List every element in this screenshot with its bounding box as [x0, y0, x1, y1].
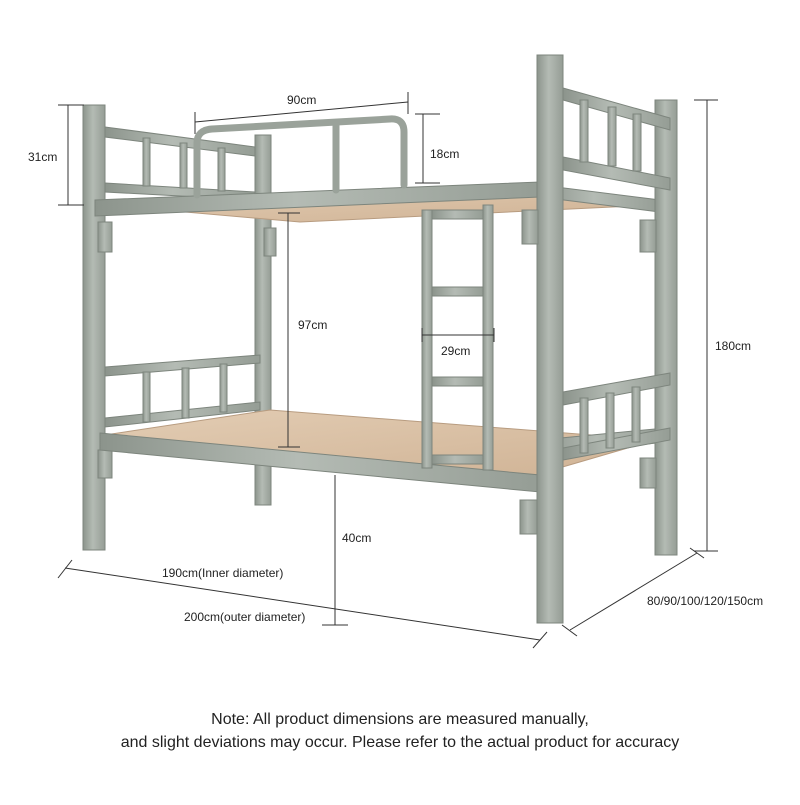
headboard-height-label: 31cm [28, 150, 58, 164]
note-line-1: Note: All product dimensions are measure… [211, 711, 589, 728]
front-bracket [519, 499, 538, 535]
bunk-gap-label: 97cm [298, 318, 328, 332]
front-bottom-rail-upper [562, 372, 671, 406]
rear-bracket [97, 449, 113, 479]
front-bracket [639, 219, 657, 253]
outer-length-label: 200cm(outer diameter) [184, 610, 306, 624]
front-top-bar [607, 106, 617, 167]
ladder-width-label: 29cm [441, 344, 471, 358]
guardrail-height-label: 18cm [430, 147, 460, 161]
rear-bracket [97, 221, 113, 253]
front-bracket [639, 457, 657, 489]
guardrail [193, 115, 408, 199]
rear-top-bar [217, 147, 226, 192]
note-line-2: and slight deviations may occur. Please … [120, 734, 680, 751]
rear-bottom-bar [219, 363, 228, 413]
front-top-bar [579, 99, 589, 163]
rear-top-bar [179, 142, 188, 189]
rear-end-frame [82, 104, 277, 551]
ladder-rung [431, 286, 484, 297]
rear-bottom-bar [142, 371, 151, 423]
rear-bottom-bar [181, 367, 190, 419]
rear-bottom-rail-upper [104, 354, 261, 377]
ladder-rung [431, 376, 484, 387]
floor-clearance-label: 40cm [342, 531, 372, 545]
ladder-rail-right [482, 204, 494, 471]
front-bottom-bar [579, 397, 589, 454]
rear-top-bar [142, 137, 151, 187]
front-bottom-bar [631, 386, 641, 443]
width-options-label: 80/90/100/120/150cm [647, 594, 764, 608]
rear-left-post [82, 104, 106, 551]
dimension-lines [57, 92, 718, 649]
ladder-rung [431, 209, 484, 220]
front-bottom-bar [605, 392, 615, 449]
ladder-rung [431, 454, 484, 465]
front-right-post [654, 99, 678, 556]
front-bracket [521, 209, 539, 245]
guardrail-length-label: 90cm [287, 93, 317, 107]
front-top-bar [632, 113, 642, 172]
total-height-label: 180cm [715, 339, 752, 353]
ladder-rail-left [421, 209, 433, 469]
front-end-frame [519, 54, 678, 624]
rear-bracket [263, 227, 277, 257]
inner-length-label: 190cm(Inner diameter) [162, 566, 284, 580]
front-left-post [536, 54, 564, 624]
